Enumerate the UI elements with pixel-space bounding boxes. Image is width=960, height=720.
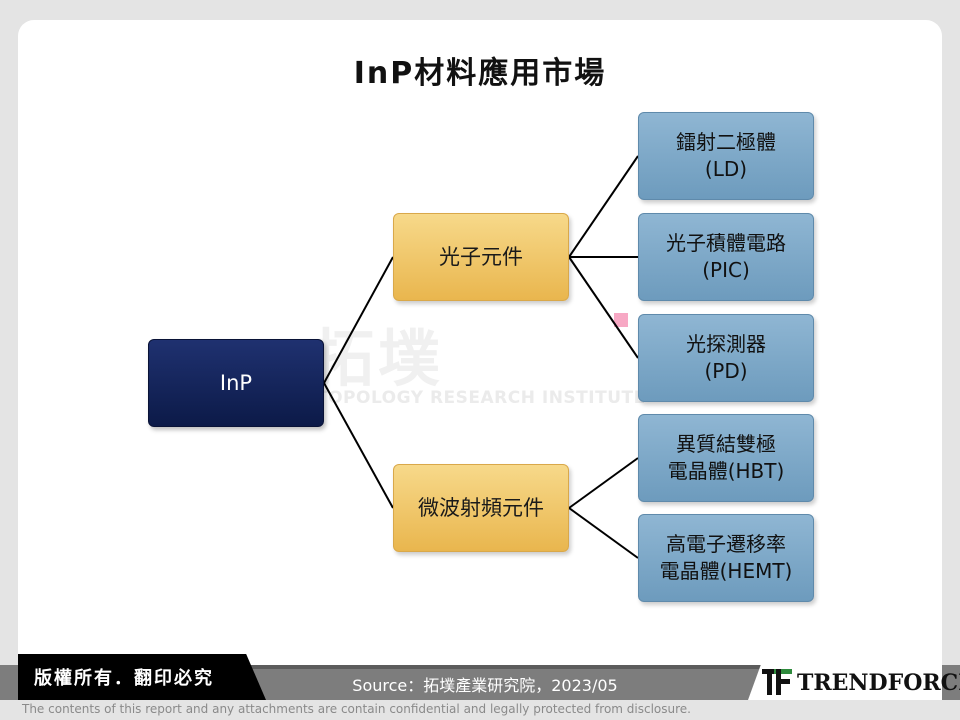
leaf-label-line2: (PIC) [702,258,750,282]
leaf-node-pic: 光子積體電路 (PIC) [638,213,814,301]
copyright-label: 版權所有．翻印必究 [18,654,266,700]
connector-rf-to-hemt [568,507,639,559]
connector-photonic-to-ld [568,155,639,258]
leaf-label-line1: 高電子遷移率 [666,532,786,556]
leaf-node-pd: 光探測器 (PD) [638,314,814,402]
leaf-node-hemt: 高電子遷移率 電晶體(HEMT) [638,514,814,602]
watermark-mark [614,313,628,327]
category-rf-node: 微波射頻元件 [393,464,569,552]
leaf-node-ld: 鐳射二極體 (LD) [638,112,814,200]
leaf-label-line1: 光子積體電路 [666,231,786,255]
connector-root-to-rf [323,382,394,509]
leaf-label-line1: 鐳射二極體 [676,130,776,154]
footer-stripe [250,665,770,669]
root-label: InP [219,370,253,395]
leaf-label-line2: (LD) [704,157,748,181]
page-title: InP材料應用市場 [353,56,607,91]
leaf-label-line1: 異質結雙極 [676,432,776,456]
leaf-label-line2: (PD) [704,359,748,383]
leaf-label-line2: 電晶體(HBT) [667,459,785,483]
category-label: 微波射頻元件 [418,495,544,520]
disclaimer-text: The contents of this report and any atta… [22,702,691,716]
watermark-text: 拓墣 [312,322,445,395]
watermark-subtitle: TOPOLOGY RESEARCH INSTITUTE [316,388,646,408]
category-label: 光子元件 [439,244,523,269]
connector-rf-to-hbt [568,457,639,509]
leaf-label-line2: 電晶體(HEMT) [659,559,793,583]
category-photonic-node: 光子元件 [393,213,569,301]
source-label: Source：拓墣產業研究院，2023/05 [352,676,618,695]
trendforce-logo-text: TRENDFORCE [797,670,960,696]
leaf-label-line1: 光探測器 [686,332,766,356]
connector-photonic-to-pd [568,256,639,359]
root-node: InP [148,339,324,427]
leaf-node-hbt: 異質結雙極 電晶體(HBT) [638,414,814,502]
trendforce-logo-icon [762,669,792,695]
connector-root-to-photonic [323,256,394,384]
